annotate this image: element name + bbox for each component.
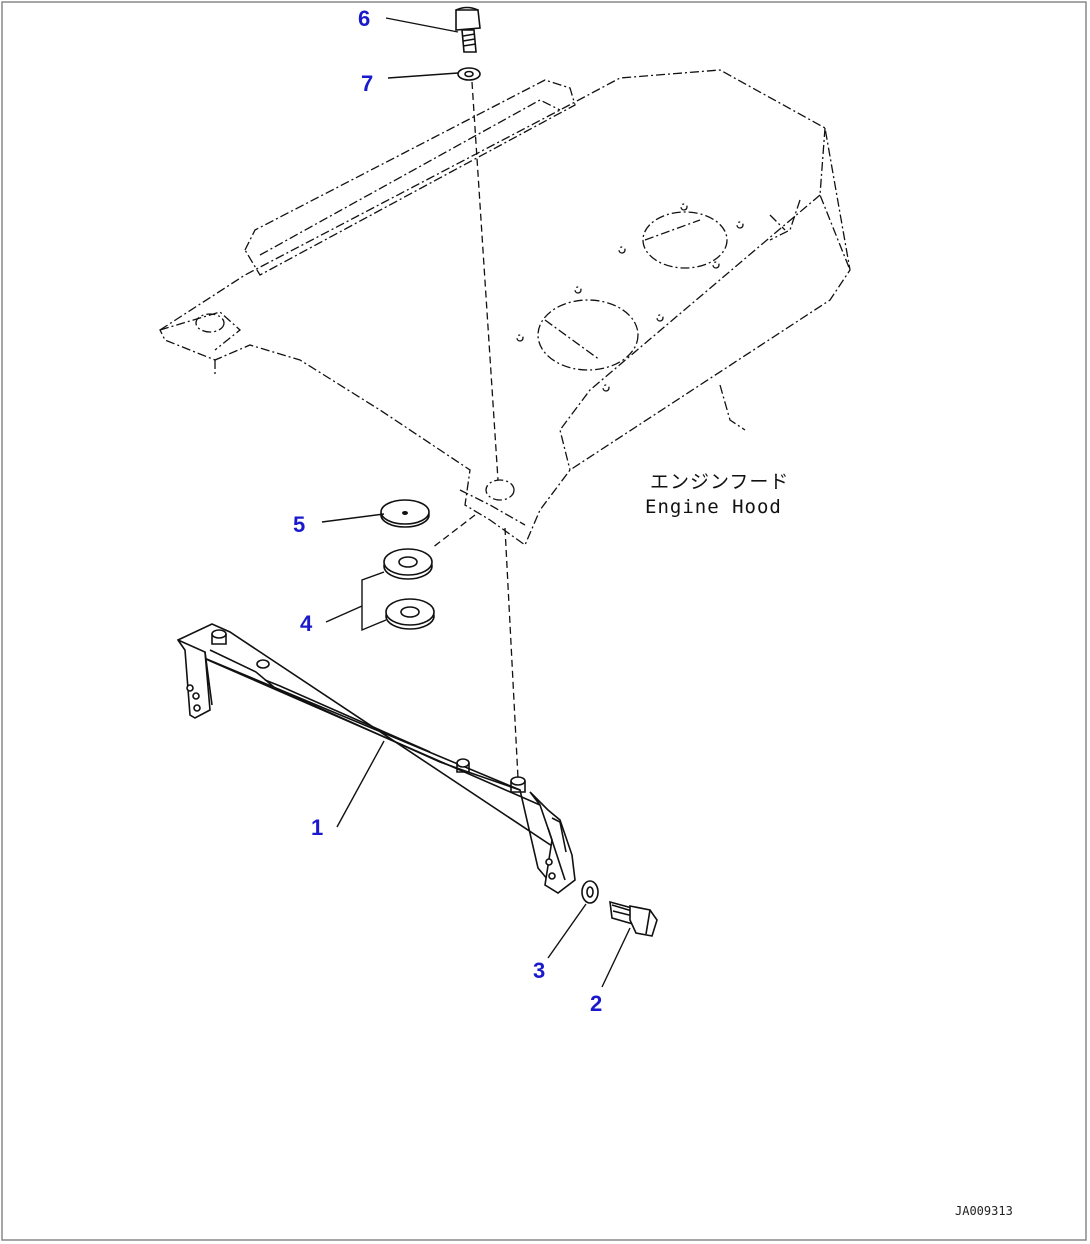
callout-6: 6 xyxy=(358,6,370,31)
leader-4-bracket xyxy=(361,571,387,632)
leader-2 xyxy=(601,927,631,988)
bracket-part-1 xyxy=(176,623,576,894)
leader-7 xyxy=(387,72,459,79)
callout-1: 1 xyxy=(311,815,323,840)
leader-4 xyxy=(325,605,363,623)
leader-6 xyxy=(385,17,459,33)
leader-1 xyxy=(336,740,385,828)
callout-4: 4 xyxy=(300,611,313,636)
bolt-part-2 xyxy=(609,900,658,937)
washer-part-5 xyxy=(380,499,430,528)
engine-hood-label-english: Engine Hood xyxy=(645,496,782,518)
leader-5 xyxy=(321,513,385,523)
bolt-part-6 xyxy=(455,6,481,53)
assembly-axis-lower xyxy=(504,527,519,779)
washer-part-7 xyxy=(457,67,481,81)
callout-3: 3 xyxy=(533,958,545,983)
engine-hood-outline xyxy=(159,69,851,546)
assembly-axis-washer xyxy=(431,514,476,549)
washer-part-3 xyxy=(581,880,599,904)
callout-7: 7 xyxy=(361,71,373,96)
rubber-washers-part-4 xyxy=(383,548,435,630)
leader-3 xyxy=(547,903,587,959)
callout-5: 5 xyxy=(293,512,305,537)
engine-hood-label-japanese: エンジンフード xyxy=(650,471,789,493)
drawing-id: JA009313 xyxy=(955,1204,1013,1218)
assembly-axis-upper xyxy=(471,81,499,481)
callout-2: 2 xyxy=(590,991,602,1016)
